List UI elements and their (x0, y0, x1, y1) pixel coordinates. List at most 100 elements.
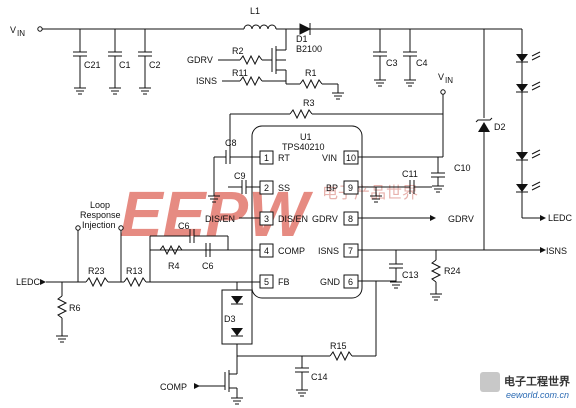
c6-top-label: C6 (178, 221, 190, 231)
isns-top-net: ISNS R11 R1 (196, 68, 344, 100)
c3-label: C3 (386, 58, 398, 68)
vin-rail: V IN (10, 25, 244, 38)
diode-d3: D3 (221, 282, 253, 356)
zener-d2: D2 (475, 29, 506, 250)
loop-label-1: Loop (90, 200, 110, 210)
d1-label: D1 (296, 34, 308, 44)
pin-7-name: ISNS (318, 246, 339, 256)
d1-part: B2100 (296, 44, 322, 54)
gdrv-left-label: GDRV (187, 55, 213, 65)
pin-5-num: 5 (264, 277, 269, 287)
ic-part: TPS40210 (282, 142, 325, 152)
isns-right-label: ISNS (546, 246, 567, 256)
led-1 (516, 54, 528, 62)
r6-label: R6 (69, 303, 81, 313)
r4-label: R4 (168, 261, 180, 271)
ledc-left-label: LEDC (16, 277, 41, 287)
vin-right-sub: IN (445, 76, 453, 85)
vin-label: V (10, 25, 16, 35)
r23-label: R23 (88, 266, 105, 276)
pin-4-name: COMP (278, 246, 305, 256)
diode-d1: D1 B2100 (296, 23, 484, 54)
pin-8-name: GDRV (312, 214, 338, 224)
c4-label: C4 (416, 58, 428, 68)
l1-label: L1 (250, 6, 260, 16)
c1-label: C1 (119, 60, 131, 70)
isns-left-label: ISNS (196, 76, 217, 86)
footer-logo: 电子工程世界 eeworld.com.cn (480, 372, 570, 400)
output-caps: C3 C4 (373, 29, 428, 87)
fb-network: LEDC R23 R13 R6 (16, 266, 260, 343)
loop-label-2: Response (80, 210, 121, 220)
pin-6-name: GND (320, 277, 341, 287)
comp-left-label: COMP (160, 382, 187, 392)
footer-logo-mark (480, 372, 500, 392)
gate-drive-net: GDRV R2 (187, 46, 272, 66)
r13-label: R13 (126, 266, 143, 276)
loop-label-3: Injection (82, 220, 116, 230)
vin-right-net: V IN R3 C10 (230, 72, 471, 193)
pin-3-num: 3 (264, 214, 269, 224)
pin-2-num: 2 (264, 183, 269, 193)
r1-label: R1 (305, 68, 317, 78)
led-3 (516, 152, 528, 160)
c2-label: C2 (149, 60, 161, 70)
vin-right-label: V (438, 72, 444, 82)
pin-5-name: FB (278, 277, 290, 287)
pin-3-name: DIS/EN (278, 214, 308, 224)
c8-label: C8 (225, 138, 237, 148)
rt-net: C8 (208, 114, 260, 203)
footer-url: eeworld.com.cn (506, 390, 569, 400)
led-4 (516, 184, 528, 192)
pin-8-num: 8 (348, 214, 353, 224)
footer-cn: 电子工程世界 (504, 374, 570, 388)
c6-bottom-label: C6 (202, 261, 214, 271)
pin-9-num: 9 (348, 183, 353, 193)
pin-7-num: 7 (348, 246, 353, 256)
ss-net: C9 (228, 171, 260, 194)
r3-label: R3 (303, 98, 315, 108)
d2-label: D2 (494, 122, 506, 132)
pin-10-name: VIN (322, 153, 337, 163)
led-2 (516, 84, 528, 92)
led-string: LEDC (484, 28, 573, 223)
pin-1-num: 1 (264, 153, 269, 163)
input-caps: C21 C1 C2 (73, 29, 161, 95)
vin-terminal (37, 26, 43, 32)
gdrv-right-net: GDRV (358, 214, 474, 224)
comp-fet-net: R15 C14 COMP (160, 341, 376, 405)
r2-label: R2 (232, 46, 244, 56)
c13-label: C13 (402, 270, 419, 280)
loop-injection: Loop Response Injection (75, 200, 124, 282)
pin-1-name: RT (278, 153, 290, 163)
ic-pins-left: 1 RT 2 SS 3 DIS/EN 4 COMP 5 FB (259, 150, 308, 289)
inductor-l1: L1 (243, 6, 300, 30)
ic-pins-right: 10 VIN 9 BP 8 GDRV 7 ISNS 6 GND (312, 150, 359, 289)
c10-label: C10 (454, 163, 471, 173)
comp-network: C6 R4 C6 (149, 221, 260, 282)
ic-ref: U1 (300, 132, 312, 142)
pin-2-name: SS (278, 183, 290, 193)
c9-label: C9 (234, 171, 246, 181)
r11-label: R11 (232, 68, 248, 78)
bp-net: C11 (358, 169, 432, 203)
ledc-right-label: LEDC (548, 213, 573, 223)
pin-10-num: 10 (346, 153, 356, 163)
pin-6-num: 6 (348, 277, 353, 287)
vin-sub: IN (17, 29, 25, 38)
c14-label: C14 (311, 372, 328, 382)
watermark-brand: EEPW (120, 178, 313, 250)
dis-en-net: DIS/EN (205, 214, 260, 224)
c21-label: C21 (84, 60, 101, 70)
switch-mosfet (271, 29, 287, 84)
pin-9-name: BP (326, 183, 338, 193)
r15-label: R15 (330, 341, 347, 351)
pin-4-num: 4 (264, 246, 269, 256)
gnd-net (358, 280, 402, 356)
c11-label: C11 (402, 169, 418, 179)
dis-en-left-label: DIS/EN (205, 214, 235, 224)
r24-label: R24 (444, 266, 461, 276)
ic-u1: U1 TPS40210 (251, 125, 363, 299)
